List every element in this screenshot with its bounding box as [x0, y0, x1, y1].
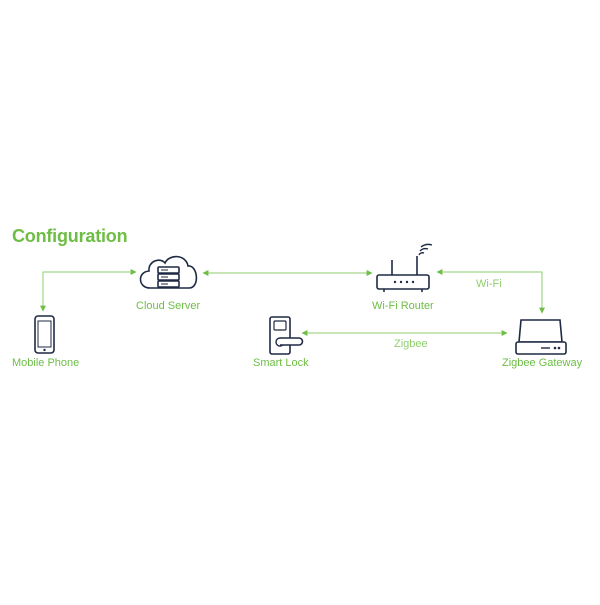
gateway-icon: [515, 319, 567, 355]
wifi-connection-label: Wi-Fi: [476, 278, 502, 290]
connection-phone-cloud: [40, 269, 137, 312]
connection-router-gateway-wifi: [436, 269, 545, 314]
wifi-router-icon: [376, 243, 433, 292]
cloud-server-icon: [139, 255, 198, 289]
wifi-router-label: Wi-Fi Router: [372, 300, 434, 312]
diagram-title: Configuration: [12, 226, 128, 246]
mobile-phone-label: Mobile Phone: [12, 357, 80, 369]
zigbee-gateway-label: Zigbee Gateway: [502, 357, 583, 369]
zigbee-connection-label: Zigbee: [394, 338, 428, 350]
cloud-server-label: Cloud Server: [136, 300, 201, 312]
smart-lock-label: Smart Lock: [253, 357, 309, 369]
smartphone-icon: [34, 315, 55, 354]
smart-lock-icon: [269, 316, 304, 355]
